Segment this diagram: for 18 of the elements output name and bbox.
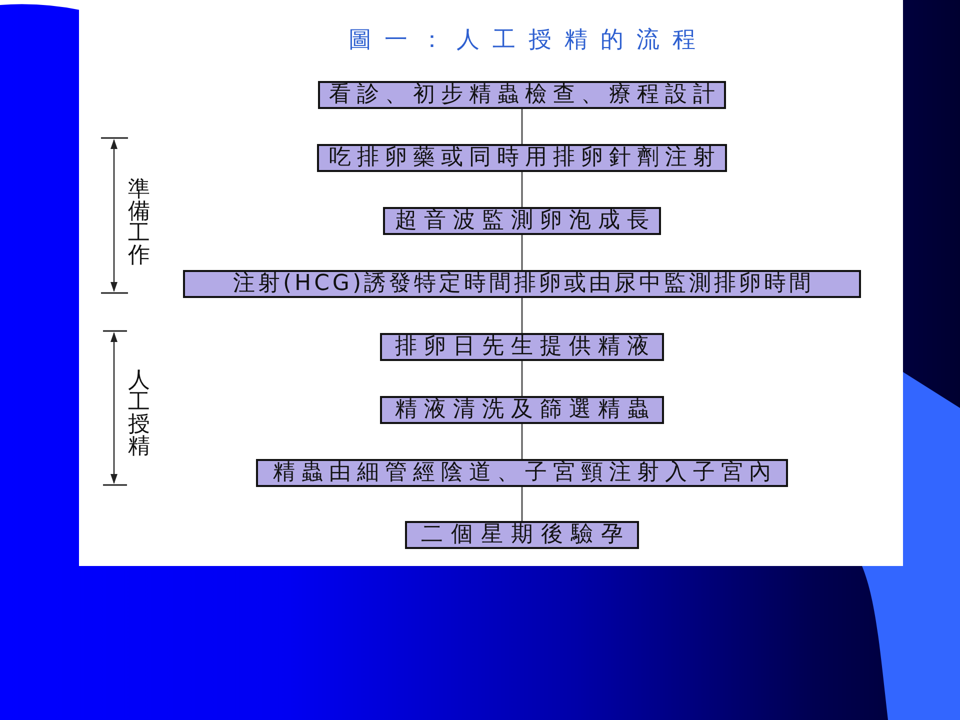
connector-line — [521, 235, 523, 270]
connector-line — [521, 361, 523, 396]
bracket-label: 準備工作 — [128, 179, 150, 267]
process-box: 排卵日先生提供精液 — [380, 333, 664, 361]
connector-line — [521, 298, 523, 333]
process-box: 吃排卵藥或同時用排卵針劑注射 — [317, 144, 727, 172]
process-box: 精蟲由細管經陰道、子宮頸注射入子宮內 — [256, 459, 788, 487]
bracket-label: 人工授精 — [128, 370, 150, 458]
connector-line — [521, 424, 523, 459]
diagram-title: 圖一：人工授精的流程 — [348, 26, 708, 54]
process-box: 超音波監測卵泡成長 — [383, 207, 661, 235]
connector-line — [521, 172, 523, 207]
process-box: 看診、初步精蟲檢查、療程設計 — [318, 81, 726, 109]
process-box: 注射(HCG)誘發特定時間排卵或由尿中監測排卵時間 — [183, 270, 861, 298]
connector-line — [521, 487, 523, 521]
process-box: 精液清洗及篩選精蟲 — [380, 396, 664, 424]
connector-line — [521, 109, 523, 144]
process-box: 二個星期後驗孕 — [405, 521, 639, 549]
